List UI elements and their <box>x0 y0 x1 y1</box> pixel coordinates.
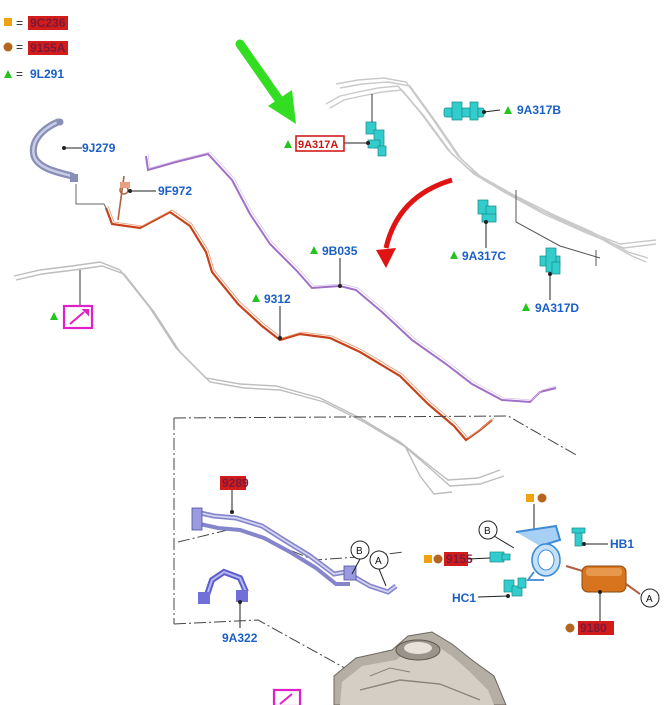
triangle-icon <box>522 303 530 311</box>
triangle-icon <box>310 246 318 254</box>
detail-view-icon[interactable] <box>272 688 302 705</box>
bundle-bracket-lines <box>515 190 601 266</box>
part-9289-hose-assembly <box>191 507 398 595</box>
callout-box-9180 <box>578 621 614 635</box>
part-9f972-connector <box>117 175 130 221</box>
triangle-icon <box>504 106 512 114</box>
callout-9b035: 9B035 <box>322 244 358 258</box>
svg-text:A: A <box>375 556 382 567</box>
callout-9a322: 9A322 <box>222 631 258 645</box>
callout-hc1: HC1 <box>452 591 476 605</box>
legend-eq-2: = <box>16 40 23 54</box>
callout-box-9289 <box>220 476 246 490</box>
callout-box-9155 <box>444 552 468 566</box>
legend-label-bg-2 <box>28 41 68 55</box>
part-9a317a-clip <box>365 121 387 157</box>
square-icon <box>526 494 534 502</box>
part-9a317d-clip <box>539 247 561 275</box>
callout-9312: 9312 <box>264 292 291 306</box>
legend-label-2: 9155A <box>30 41 66 55</box>
callout-9a317d: 9A317D <box>535 301 579 315</box>
callout-9a317c: 9A317C <box>462 249 506 263</box>
part-hb1-bolt <box>571 527 586 547</box>
svg-text:A: A <box>646 594 653 605</box>
detail-view-icon[interactable] <box>62 304 94 330</box>
callout-9155: 9155 <box>446 552 473 566</box>
dot-icon <box>433 554 443 564</box>
callout-9289: 9289 <box>222 476 249 490</box>
callout-9a317b: 9A317B <box>517 103 561 117</box>
legend: = 9C236 = 9155A = 9L291 <box>3 16 68 81</box>
legend-label-bg-1 <box>28 16 68 30</box>
gray-return-line <box>13 261 505 495</box>
triangle-icon <box>4 70 12 78</box>
callout-box-9a317a <box>295 135 345 152</box>
legend-eq-3: = <box>16 67 23 81</box>
legend-label-1: 9C236 <box>30 16 66 30</box>
orange-fuel-line-9312 <box>104 205 495 442</box>
callout-hb1: HB1 <box>610 537 634 551</box>
dot-icon <box>537 493 547 503</box>
b-marker-right: B <box>478 520 498 540</box>
callout-9a317a: 9A317A <box>298 139 338 151</box>
callout-9j279: 9J279 <box>82 141 116 155</box>
upper-line-bundle <box>325 77 657 263</box>
part-hc1-clip <box>503 577 527 597</box>
triangle-icon <box>284 140 292 148</box>
fuel-tank <box>333 631 507 705</box>
dot-icon <box>3 42 13 52</box>
square-icon <box>424 555 432 563</box>
part-9a317b-clip <box>443 101 485 121</box>
legend-label-3: 9L291 <box>30 67 64 81</box>
green-pointer-arrow <box>235 39 296 124</box>
dot-icon <box>565 623 575 633</box>
part-9a317c-clip <box>477 199 497 223</box>
connection-marker-a: A <box>369 550 389 570</box>
triangle-icon <box>450 251 458 259</box>
a-marker-right: A <box>640 588 660 608</box>
svg-text:B: B <box>484 526 491 537</box>
square-icon <box>4 18 12 26</box>
part-filter-bracket <box>515 524 562 581</box>
triangle-icon <box>252 294 260 302</box>
red-rotate-arrow <box>376 177 453 268</box>
callout-9f972: 9F972 <box>158 184 192 198</box>
triangle-icon <box>50 312 58 320</box>
callout-9180: 9180 <box>580 621 607 635</box>
purple-fuel-line-9b035 <box>145 151 557 404</box>
part-9j279-hose <box>29 118 109 213</box>
connection-marker-b: B <box>350 540 370 560</box>
part-9155-connector <box>489 551 511 563</box>
legend-eq-1: = <box>16 16 23 30</box>
svg-text:B: B <box>356 546 363 557</box>
part-9180-fuel-filter <box>565 565 641 595</box>
part-9a322-bracket <box>198 568 249 604</box>
